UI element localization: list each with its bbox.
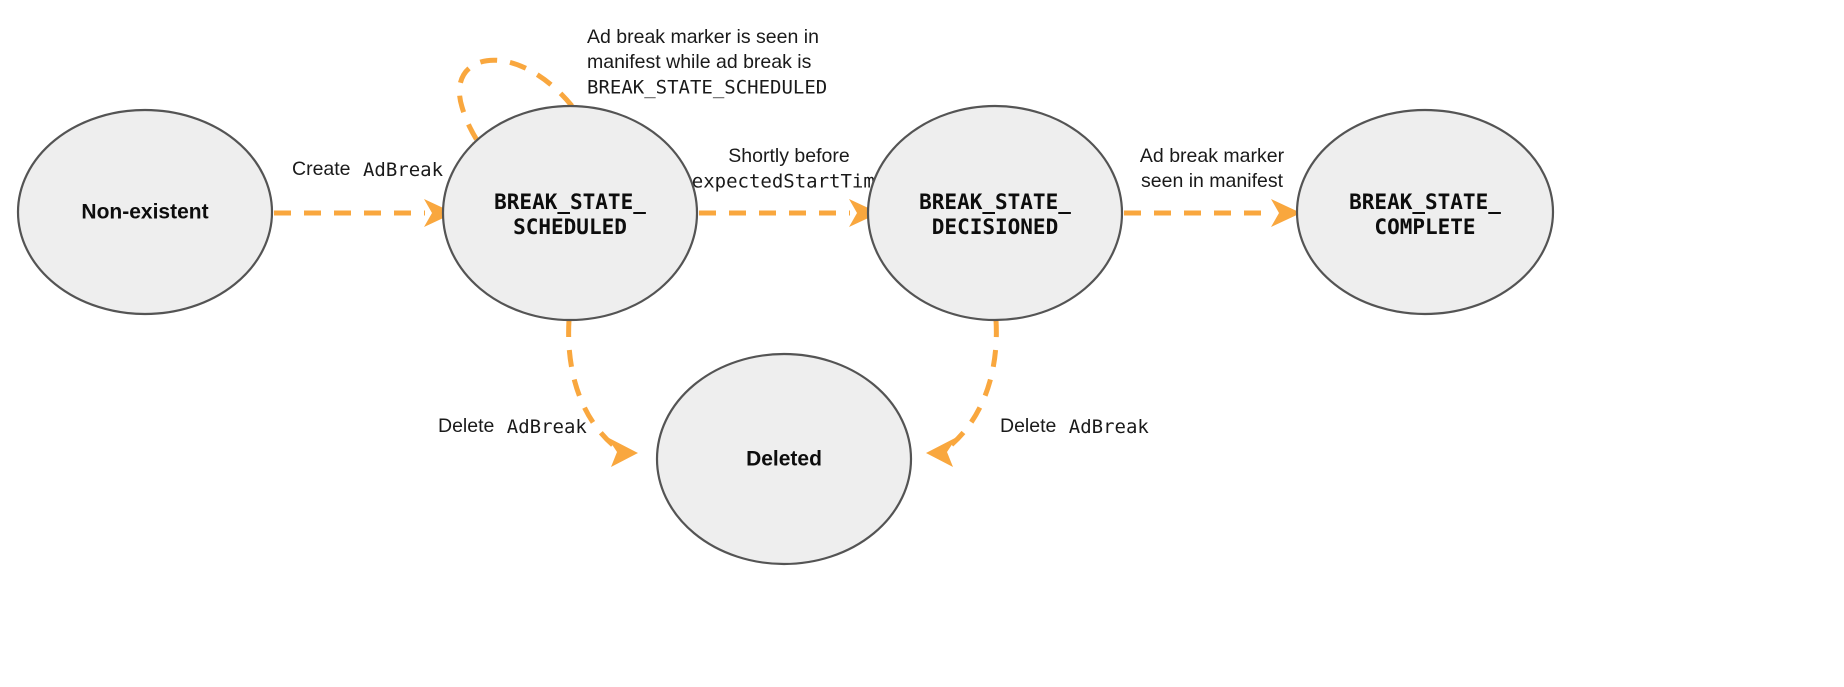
edge-delete-right-label-sans: Delete [1000,415,1056,437]
node-break-state-decisioned-shape [866,104,1124,322]
node-break-state-complete-shape [1295,108,1555,316]
edge-decisioned-to-deleted-path [948,319,999,448]
edge-create-adbreak-label: Create AdBreak [292,158,444,180]
edge-delete-adbreak-left-label: Delete AdBreak [438,415,587,437]
node-deleted[interactable]: Deleted [655,352,913,566]
edge-scheduled-to-decisioned[interactable]: Shortly before expectedStartTime [692,145,886,227]
edge-scheduled-to-decisioned-arrowhead [849,199,879,227]
node-break-state-scheduled[interactable]: BREAK_STATE_ SCHEDULED [441,104,699,322]
edge-scheduled-to-deleted-path [566,319,616,448]
edge-delete-adbreak-right-label: Delete AdBreak [1000,415,1149,437]
node-break-state-decisioned-label-line2: DECISIONED [932,215,1058,239]
edge-decisioned-to-deleted-arrowhead [926,437,957,467]
edge-marker-seen-label-line1: Ad break marker [1140,145,1285,167]
edge-self-loop-scheduled[interactable]: Ad break marker is seen in manifest whil… [457,26,827,172]
edge-create-label-sans: Create [292,158,351,180]
edge-shortly-before-label-line1: Shortly before [728,145,849,167]
node-break-state-scheduled-shape [441,104,699,322]
node-break-state-complete-label-line2: COMPLETE [1374,215,1475,239]
node-deleted-shape [655,352,913,566]
node-non-existent-shape [16,108,274,316]
edge-create-adbreak-arrowhead [424,199,454,227]
edge-delete-left-label-mono: AdBreak [507,416,588,438]
edge-marker-seen-label-line2: seen in manifest [1141,170,1284,192]
node-non-existent-label: Non-existent [81,201,208,224]
node-break-state-scheduled-label-line1: BREAK_STATE_ [494,190,646,214]
edge-decisioned-to-deleted[interactable]: Delete AdBreak [926,319,1149,467]
edge-self-loop-label-line1: Ad break marker is seen in [587,26,819,48]
edge-decisioned-to-complete[interactable]: Ad break marker seen in manifest [1124,145,1301,227]
edge-delete-right-label-mono: AdBreak [1069,416,1150,438]
edge-create-label-mono: AdBreak [363,159,444,181]
edge-self-loop-label-line3: BREAK_STATE_SCHEDULED [587,77,827,99]
node-non-existent[interactable]: Non-existent [16,108,274,316]
node-break-state-complete-label-line1: BREAK_STATE_ [1349,190,1501,214]
edge-shortly-before-label-line2: expectedStartTime [692,171,886,193]
edge-decisioned-to-complete-arrowhead [1271,199,1301,227]
node-break-state-scheduled-label-line2: SCHEDULED [513,215,627,239]
node-break-state-complete[interactable]: BREAK_STATE_ COMPLETE [1295,108,1555,316]
edge-delete-left-label-sans: Delete [438,415,494,437]
edge-scheduled-to-deleted-arrowhead [607,437,638,467]
edge-self-loop-scheduled-path [457,57,574,150]
edge-scheduled-to-deleted[interactable]: Delete AdBreak [438,319,638,467]
edge-self-loop-label-line2: manifest while ad break is [587,51,812,73]
node-deleted-label: Deleted [746,448,822,471]
node-break-state-decisioned[interactable]: BREAK_STATE_ DECISIONED [866,104,1124,322]
edge-create-adbreak[interactable]: Create AdBreak [274,158,454,227]
node-break-state-decisioned-label-line1: BREAK_STATE_ [919,190,1071,214]
